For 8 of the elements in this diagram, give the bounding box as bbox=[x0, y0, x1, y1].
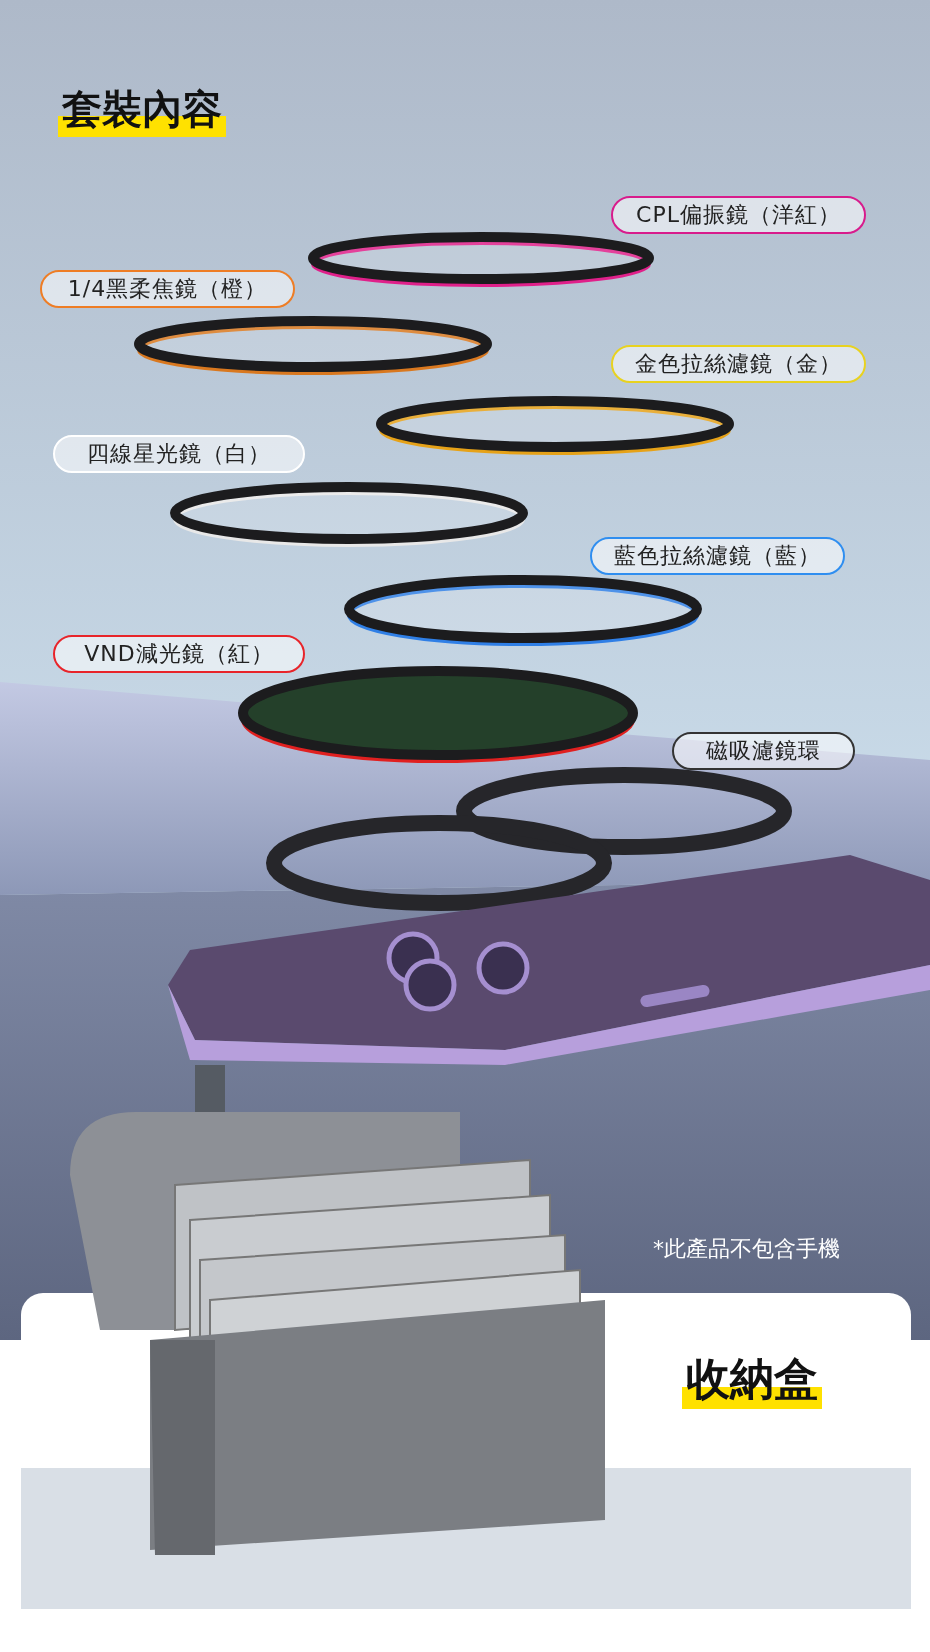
filter-label: 金色拉絲濾鏡（金） bbox=[611, 345, 866, 383]
filter-label: VND減光鏡（紅） bbox=[53, 635, 305, 673]
filter-label: 1/4黑柔焦鏡（橙） bbox=[40, 270, 295, 308]
filter-label: CPL偏振鏡（洋紅） bbox=[611, 196, 866, 234]
note-text: *此產品不包含手機 bbox=[653, 1235, 840, 1263]
filter-label: 藍色拉絲濾鏡（藍） bbox=[590, 537, 845, 575]
filter-label: 磁吸濾鏡環 bbox=[672, 732, 855, 770]
filter-label: 四線星光鏡（白） bbox=[53, 435, 305, 473]
